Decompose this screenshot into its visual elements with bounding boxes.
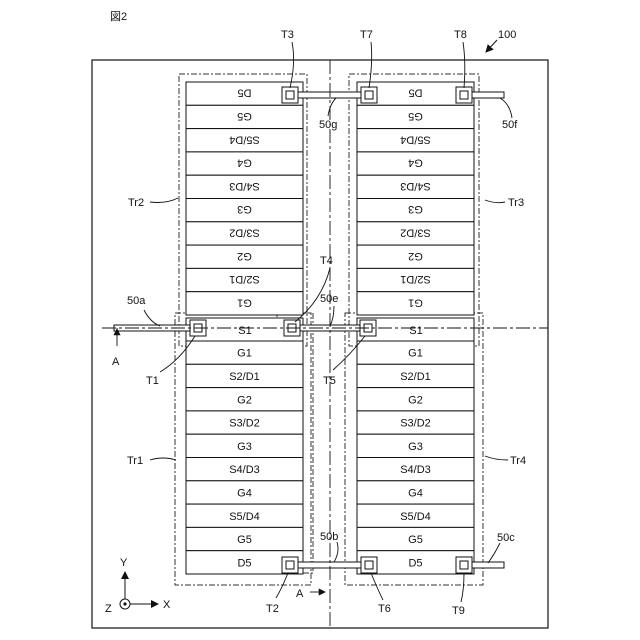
terminal-t2 [282,557,298,573]
label-t3: T3 [281,29,294,41]
leader-50a [144,310,160,326]
s1-cell-right-label: S1 [409,325,422,337]
upper-left-cell-label: G4 [237,157,252,169]
upper-right-cell-label: G2 [408,250,423,262]
ref-100-arrow [486,40,497,52]
lower-right-cell-label: G5 [408,534,423,546]
lower-left-cell-label: D5 [237,557,251,569]
terminal-t9 [456,557,472,573]
upper-right-cell-label: G1 [408,296,423,308]
leader-t7 [369,42,372,88]
x-axis-label: X [163,599,171,611]
upper-right-cell-label: D5 [408,87,422,99]
lower-right-cell-stack: G1S2/D1G2S3/D2G3S4/D3G4S5/D4G5D5 [357,341,474,574]
lower-right-cell-label: S5/D4 [400,511,431,523]
s1-cell-left-label: S1 [238,325,251,337]
lower-right-cell-label: G2 [408,394,423,406]
lower-left-cell-label: S2/D1 [229,371,260,383]
label-tr1: Tr1 [127,455,143,467]
leader-50g [328,98,336,116]
leader-tr3 [485,200,505,203]
label-tr3: Tr3 [508,197,524,209]
upper-left-cell-label: G1 [237,296,252,308]
upper-right-cell-stack: D5G5S5/D4G4S4/D3G3S3/D2G2S2/D1G1 [357,82,474,315]
wire-50b [288,562,368,568]
y-axis-label: Y [120,557,128,569]
terminal-t3 [282,87,298,103]
upper-left-cell-stack: D5G5S5/D4G4S4/D3G3S3/D2G2S2/D1G1 [186,82,303,315]
leader-50f [500,98,512,118]
leader-tr1 [150,458,176,460]
axis-indicator: Y X Z [105,557,171,615]
lower-left-cell-label: G4 [237,487,252,499]
label-t6: T6 [378,603,391,615]
lower-left-cell-label: G1 [237,348,252,360]
leader-t3 [290,42,294,88]
upper-left-cell-label: G2 [237,250,252,262]
leader-t9 [461,573,464,602]
lower-left-cell-stack: G1S2/D1G2S3/D2G3S4/D3G4S5/D4G5D5 [186,341,303,574]
label-50g: 50g [319,119,337,131]
leader-tr4 [485,456,508,460]
upper-right-cell-label: S5/D4 [400,133,431,145]
label-t4: T4 [320,255,333,267]
upper-right-cell-label: G4 [408,157,423,169]
lower-left-cell-label: S4/D3 [229,464,260,476]
label-t9: T9 [452,605,465,617]
upper-right-cell-label: G5 [408,110,423,122]
upper-right-cell-label: G3 [408,203,423,215]
figure-label: 図2 [110,10,127,23]
lower-left-cell-label: S5/D4 [229,511,260,523]
label-tr2: Tr2 [128,197,144,209]
upper-right-cell-label: S3/D2 [400,226,431,238]
section-a-left-label: A [112,356,120,368]
z-axis-dot [123,602,126,605]
wire-50g [294,92,368,98]
upper-left-cell-label: S4/D3 [229,180,260,192]
section-a-bottom-label: A [296,588,304,600]
lower-right-cell-label: D5 [408,557,422,569]
lower-left-cell-label: G5 [237,534,252,546]
label-t7: T7 [360,29,373,41]
lower-right-cell-label: G4 [408,487,423,499]
upper-right-cell-label: S2/D1 [400,273,431,285]
lower-right-cell-label: S2/D1 [400,371,431,383]
upper-right-cell-label: S4/D3 [400,180,431,192]
upper-left-cell-label: S5/D4 [229,133,260,145]
upper-left-cell-label: G3 [237,203,252,215]
upper-left-cell-label: G5 [237,110,252,122]
lower-left-cell-label: S3/D2 [229,418,260,430]
lower-right-cell-label: G1 [408,348,423,360]
terminal-t7 [361,87,377,103]
leader-50b [334,542,338,562]
label-50a: 50a [127,295,146,307]
leader-t8 [463,42,465,88]
label-t5: T5 [323,375,336,387]
label-t1: T1 [146,375,159,387]
leader-tr2 [150,198,178,203]
terminal-t6 [361,557,377,573]
label-50b: 50b [320,531,338,543]
lower-right-cell-label: S3/D2 [400,418,431,430]
terminal-t8 [456,87,472,103]
leader-50e [330,306,334,326]
upper-left-cell-label: S3/D2 [229,226,260,238]
leader-t6 [371,573,383,600]
upper-left-cell-label: S2/D1 [229,273,260,285]
lower-left-cell-label: G3 [237,441,252,453]
leader-50c [488,543,500,563]
label-50f: 50f [502,119,518,131]
label-t2: T2 [266,603,279,615]
lower-right-cell-label: S4/D3 [400,464,431,476]
z-axis-label: Z [105,603,112,615]
ref-100-label: 100 [498,29,516,41]
label-50e: 50e [320,293,338,305]
label-50c: 50c [497,532,515,544]
lower-right-cell-label: G3 [408,441,423,453]
label-t8: T8 [454,29,467,41]
lower-left-cell-label: G2 [237,394,252,406]
label-tr4: Tr4 [510,455,526,467]
upper-left-cell-label: D5 [237,87,251,99]
